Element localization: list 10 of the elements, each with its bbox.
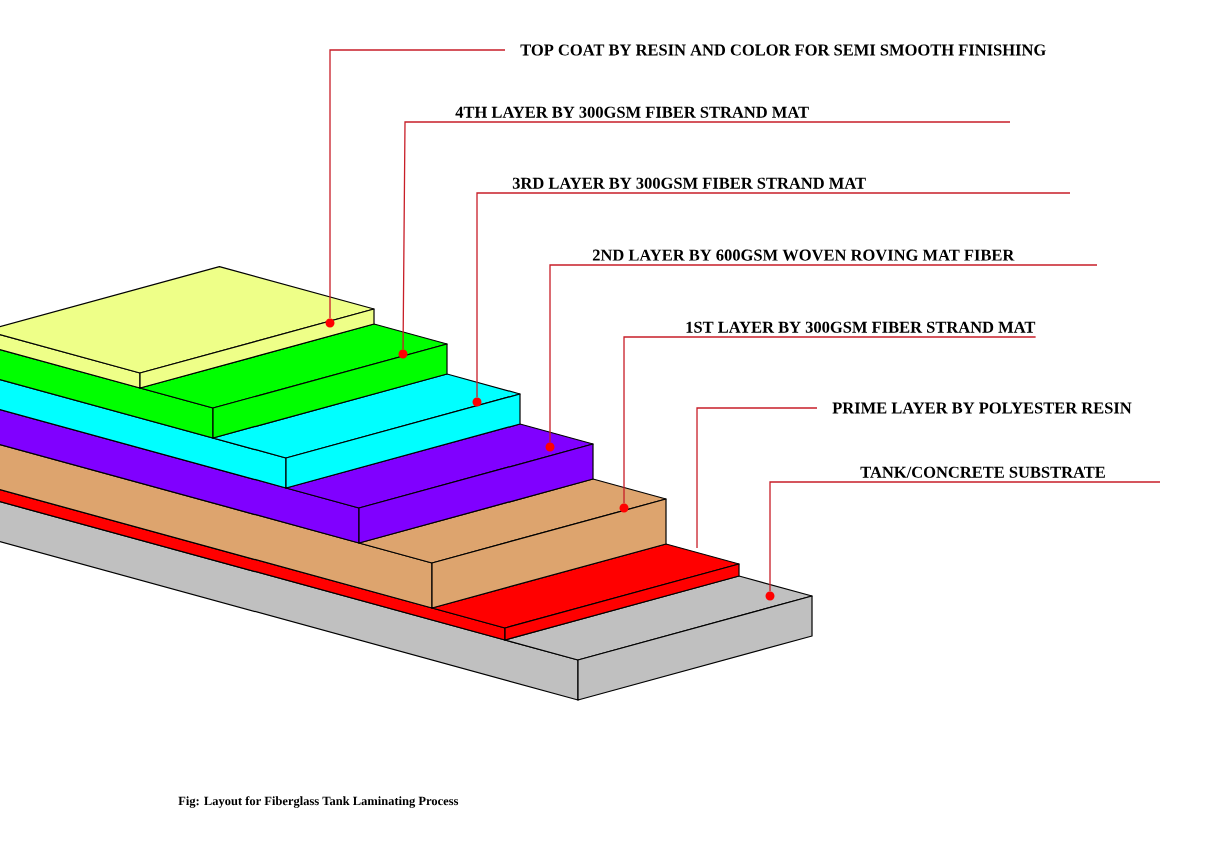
layer-label: PRIME LAYER BY POLYESTER RESIN	[832, 402, 1132, 414]
layer-label: 2ND LAYER BY 600GSM WOVEN ROVING MAT FIBER	[592, 249, 1015, 261]
layer-label: TANK/CONCRETE SUBSTRATE	[860, 466, 1105, 478]
leader-line	[696, 407, 818, 549]
leader-line	[329, 49, 506, 319]
layer-label: 1ST LAYER BY 300GSM FIBER STRAND MAT	[686, 321, 1036, 333]
layer-label: 4TH LAYER BY 300GSM FIBER STRAND MAT	[455, 106, 809, 118]
layer-label: TOP COAT BY RESIN AND COLOR FOR SEMI SMOOTH FINISHING	[520, 44, 1046, 56]
figure-caption: Fig: Layout for Fiberglass Tank Laminating Process	[178, 796, 459, 808]
layer-label: 3RD LAYER BY 300GSM FIBER STRAND MAT	[512, 177, 866, 189]
